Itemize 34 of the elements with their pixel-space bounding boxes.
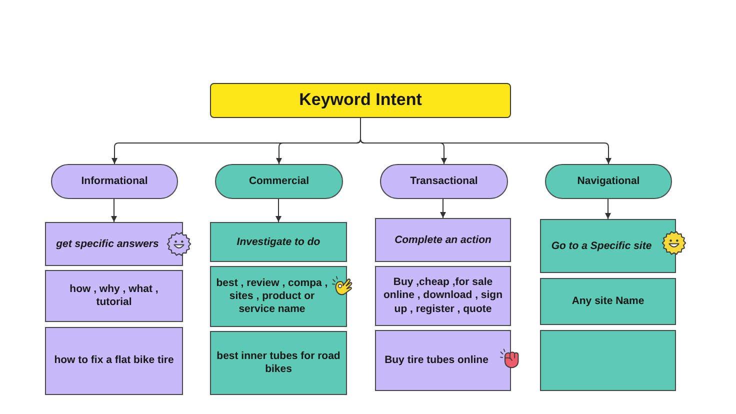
connector-arrow xyxy=(440,198,446,218)
intent-description: Complete an action xyxy=(394,234,492,246)
connector-arrow xyxy=(276,198,282,222)
keyword-examples: best , review , compa , sites , product or service name xyxy=(216,276,328,316)
content-panel xyxy=(210,222,347,262)
intent-description: Go to a Specific site xyxy=(551,240,652,252)
category-label: Commercial xyxy=(248,175,310,188)
category-pill xyxy=(51,164,178,199)
keyword-examples: Buy tire tubes online xyxy=(384,354,488,368)
intent-description: get specific answers xyxy=(56,238,159,250)
content-panel xyxy=(45,327,183,395)
keyword-examples: best inner tubes for road bikes xyxy=(216,350,341,376)
keyword-examples: how , why , what , tutorial xyxy=(68,282,160,310)
category-label: Transactional xyxy=(410,175,478,188)
category-pill xyxy=(215,164,343,199)
content-panel xyxy=(210,331,347,395)
keyword-examples: Any site Name xyxy=(572,294,644,308)
keyword-examples: how to fix a flat bike tire xyxy=(54,354,174,368)
connector-arrow xyxy=(360,118,612,164)
category-label: Informational xyxy=(81,175,148,188)
connector-arrow xyxy=(111,198,117,222)
intent-description: Investigate to do xyxy=(236,236,320,248)
category-label: Navigational xyxy=(577,175,640,188)
content-panel xyxy=(375,218,511,262)
content-panel xyxy=(540,330,676,391)
keyword-examples: Buy ,cheap ,for sale online , download , sign up , register , quote xyxy=(382,276,504,316)
content-panel xyxy=(45,270,183,322)
title-banner xyxy=(210,83,511,118)
category-pill xyxy=(380,164,508,199)
content-panel xyxy=(540,278,676,325)
category-pill xyxy=(545,164,672,199)
connector-arrow xyxy=(605,198,611,220)
heading-text: Keyword Intent xyxy=(299,90,422,111)
content-panel xyxy=(375,266,511,326)
